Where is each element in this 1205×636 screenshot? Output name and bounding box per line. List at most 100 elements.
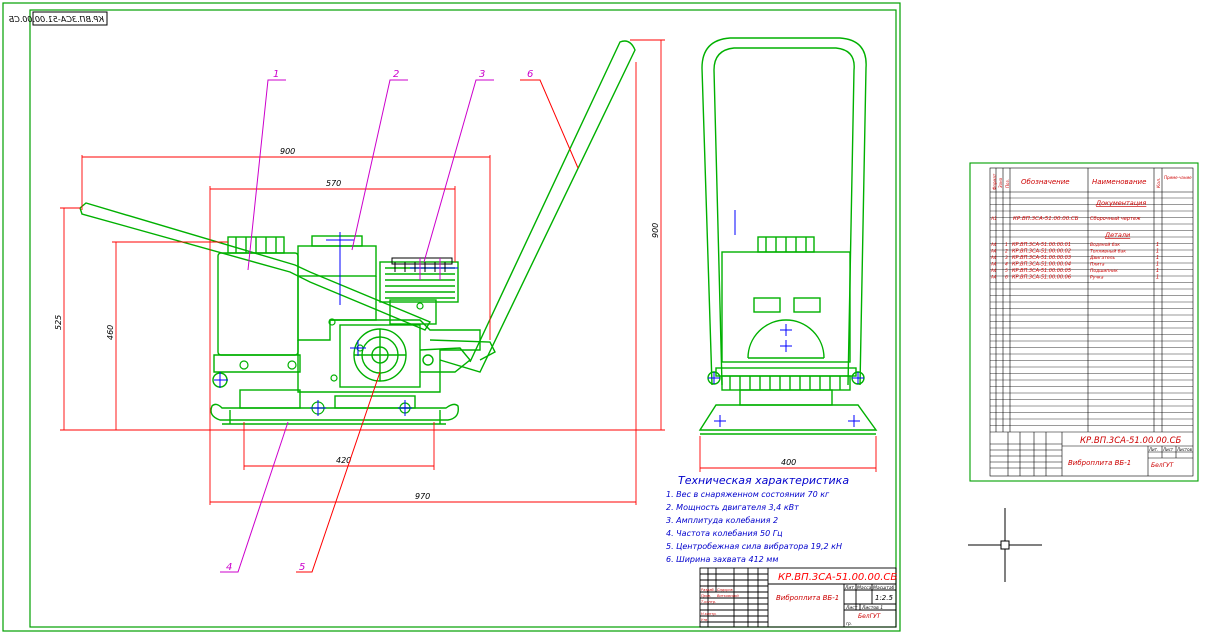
spec-sheet-grid bbox=[989, 167, 1194, 477]
spec-sheet-rows bbox=[990, 197, 1193, 426]
tb-sheet: Лист bbox=[845, 605, 858, 611]
tech-specs: Техническая характеристика 1. Вес в снар… bbox=[666, 474, 849, 564]
spec-sheet-text: Формат Зона Поз. Обозначение Наименовани… bbox=[990, 173, 1192, 239]
spec-part-qty: 1 bbox=[1156, 268, 1159, 274]
callout-1: 1 bbox=[273, 69, 279, 80]
dim-900-horizontal: 900 bbox=[280, 147, 295, 156]
title-block bbox=[699, 567, 897, 628]
callout-4: 4 bbox=[226, 562, 232, 573]
spec-part-designation: КР.ВП.3СА-51.00.00.05 bbox=[1012, 268, 1071, 274]
dim-970: 970 bbox=[415, 492, 430, 501]
callout-3: 3 bbox=[479, 69, 485, 80]
spec-h-format: Формат bbox=[992, 173, 997, 190]
spec-part-qty: 1 bbox=[1156, 262, 1159, 268]
spec-h-zone: Зона bbox=[998, 177, 1003, 188]
spec-part-pos: 2 bbox=[1005, 249, 1008, 255]
spec-part-qty: 1 bbox=[1156, 242, 1159, 248]
dimensions-main bbox=[60, 39, 665, 505]
spec-part-format: А4 bbox=[990, 255, 997, 260]
tech-specs-title: Техническая характеристика bbox=[678, 474, 849, 487]
spec-item-3: 3. Амплитуда колебания 2 bbox=[666, 516, 778, 525]
side-view bbox=[79, 40, 636, 425]
engine-detail bbox=[391, 257, 453, 272]
callout-leaders bbox=[220, 79, 579, 573]
spec-tb-col-sheets: Листов bbox=[1176, 447, 1193, 452]
spec-part-designation: КР.ВП.3СА-51.00.00.01 bbox=[1012, 242, 1071, 248]
spec-part-format: А4 bbox=[990, 249, 997, 254]
dim-570: 570 bbox=[326, 179, 341, 188]
tb-name-1: Сидоров bbox=[717, 588, 733, 592]
dimension-labels-main: 900 570 420 970 525 460 900 bbox=[54, 147, 660, 501]
tb-col-scale: Масштаб bbox=[873, 585, 895, 591]
spec-tb-name: Виброплита ВБ-1 bbox=[1068, 459, 1131, 467]
spec-part-qty: 1 bbox=[1156, 275, 1159, 281]
spec-part-format: А4 bbox=[990, 275, 997, 280]
spec-doc-format: А1 bbox=[990, 216, 997, 222]
spec-part-pos: 5 bbox=[1005, 268, 1008, 274]
center-marks-main bbox=[214, 232, 458, 416]
tb-role-approve: Утв. bbox=[701, 618, 708, 622]
spec-doc-name: Сборочный чертеж bbox=[1090, 216, 1141, 222]
callout-5: 5 bbox=[299, 562, 305, 573]
spec-part-qty: 1 bbox=[1156, 255, 1159, 261]
spec-part-name: Ручка bbox=[1090, 275, 1104, 281]
dim-525: 525 bbox=[54, 315, 63, 330]
tb-col-lit: Лит. bbox=[844, 585, 855, 591]
title-block-text: КР.ВП.3СА-51.00.00.СБ Виброплита ВБ-1 Ли… bbox=[701, 572, 897, 626]
tb-code: КР.ВП.3СА-51.00.00.СБ bbox=[778, 572, 897, 583]
dim-900-vertical: 900 bbox=[651, 223, 660, 238]
drawing-frame bbox=[2, 2, 901, 632]
spec-part-pos: 1 bbox=[1005, 242, 1008, 248]
spec-part-designation: КР.ВП.3СА-51.00.00.02 bbox=[1012, 249, 1071, 255]
spec-title-block bbox=[990, 432, 1193, 476]
spec-section-parts: Детали bbox=[1104, 231, 1130, 239]
tb-role-ncontr: Н.контр. bbox=[701, 612, 717, 616]
spec-item-6: 6. Ширина захвата 412 мм bbox=[666, 555, 778, 564]
dim-420: 420 bbox=[336, 456, 351, 465]
spec-doc-designation: КР.ВП.3СА-51.00.00.СБ bbox=[1013, 216, 1079, 222]
tb-scale: 1:2.5 bbox=[875, 594, 893, 602]
tb-col-mass: Масса bbox=[857, 585, 872, 591]
spec-tb-code: КР.ВП.3СА-51.00.00.СБ bbox=[1080, 436, 1182, 446]
spec-part-designation: КР.ВП.3СА-51.00.00.03 bbox=[1012, 255, 1071, 261]
spec-part-name: Двигатель bbox=[1089, 255, 1115, 261]
callout-6: 6 bbox=[527, 69, 533, 80]
tb-role-check: Пров. bbox=[701, 594, 711, 598]
tb-name-2: Витковский bbox=[717, 594, 739, 598]
spec-tb-col-lit: Лит. bbox=[1148, 447, 1158, 452]
callout-numbers: 1 2 3 4 5 6 bbox=[226, 69, 533, 573]
tb-org: БелГУТ bbox=[858, 613, 882, 620]
callout-2: 2 bbox=[393, 69, 399, 80]
spec-part-designation: КР.ВП.3СА-51.00.00.04 bbox=[1012, 262, 1071, 268]
spec-part-name: Топливный бак bbox=[1090, 249, 1126, 255]
stamp-text: КР.ВП.3СА-51.00.00.СБ bbox=[8, 15, 104, 24]
tb-role-dev: Разраб. bbox=[701, 588, 715, 592]
spec-part-pos: 3 bbox=[1005, 255, 1008, 261]
spec-section-docs: Документация bbox=[1095, 199, 1146, 207]
spec-part-format: А4 bbox=[990, 242, 997, 247]
front-view bbox=[698, 37, 878, 435]
tb-group: гр. bbox=[846, 621, 852, 626]
spec-item-1: 1. Вес в снаряженном состоянии 70 кг bbox=[666, 490, 830, 499]
spec-sheet-frame bbox=[969, 162, 1199, 482]
spec-item-5: 5. Центробежная сила вибратора 19,2 кН bbox=[666, 542, 842, 551]
spec-part-pos: 4 bbox=[1005, 262, 1008, 268]
cad-crosshair-cursor[interactable] bbox=[968, 508, 1042, 582]
spec-part-designation: КР.ВП.3СА-51.00.00.06 bbox=[1012, 275, 1071, 281]
spec-part-format: А4 bbox=[990, 268, 997, 273]
spec-h-designation: Обозначение bbox=[1021, 178, 1070, 186]
spec-part-name: Плита bbox=[1090, 262, 1105, 268]
spec-h-qty: Кол. bbox=[1156, 178, 1162, 188]
dim-460: 460 bbox=[106, 325, 115, 340]
spec-title-text: КР.ВП.3СА-51.00.00.СБ Виброплита ВБ-1 Бе… bbox=[1068, 436, 1193, 469]
spec-h-name: Наименование bbox=[1092, 178, 1146, 186]
mirrored-stamp: КР.ВП.3СА-51.00.00.СБ bbox=[8, 11, 108, 26]
spec-part-qty: 1 bbox=[1156, 249, 1159, 255]
spec-tb-col-sheet: Лист bbox=[1162, 447, 1174, 452]
spec-h-pos: Поз. bbox=[1005, 179, 1010, 188]
tb-name: Виброплита ВБ-1 bbox=[776, 594, 839, 602]
dim-400: 400 bbox=[781, 458, 796, 467]
tb-role-tcontr: Т.контр. bbox=[701, 600, 716, 604]
dimension-front bbox=[699, 436, 877, 472]
